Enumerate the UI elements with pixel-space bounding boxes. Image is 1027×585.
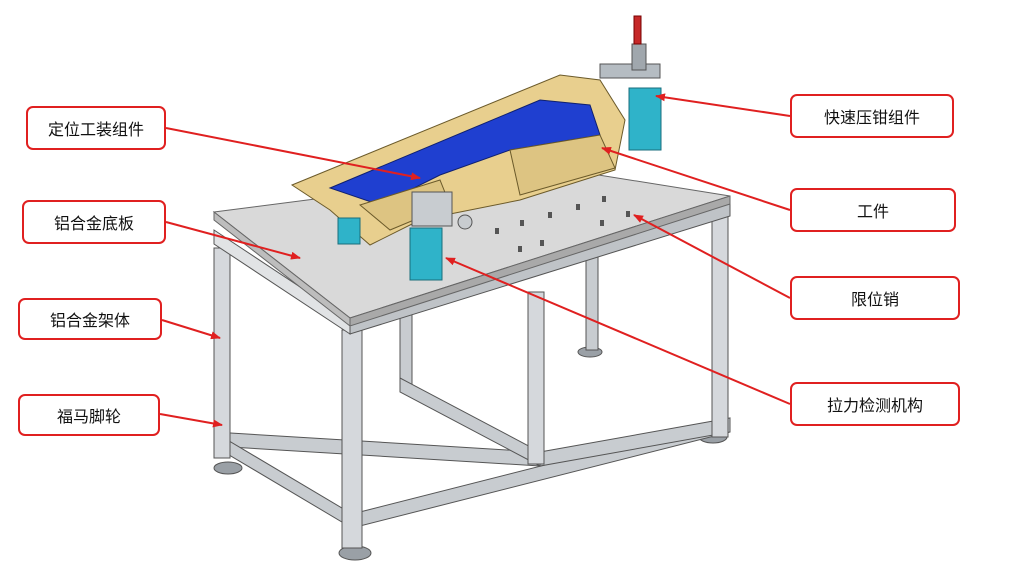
label-aluminum-base-plate: 铝合金底板 [22, 200, 166, 244]
label-caster-wheel: 福马脚轮 [18, 394, 160, 436]
label-workpiece: 工件 [790, 188, 956, 232]
callout-arrows [159, 93, 791, 428]
label-tension-test: 拉力检测机构 [790, 382, 960, 426]
tension-test-mechanism [337, 191, 473, 281]
limit-pin-holes [495, 196, 630, 252]
label-limit-pin: 限位销 [790, 276, 960, 320]
label-quick-clamp: 快速压钳组件 [790, 94, 954, 138]
label-positioning-fixture: 定位工装组件 [26, 106, 166, 150]
label-aluminum-frame: 铝合金架体 [18, 298, 162, 340]
